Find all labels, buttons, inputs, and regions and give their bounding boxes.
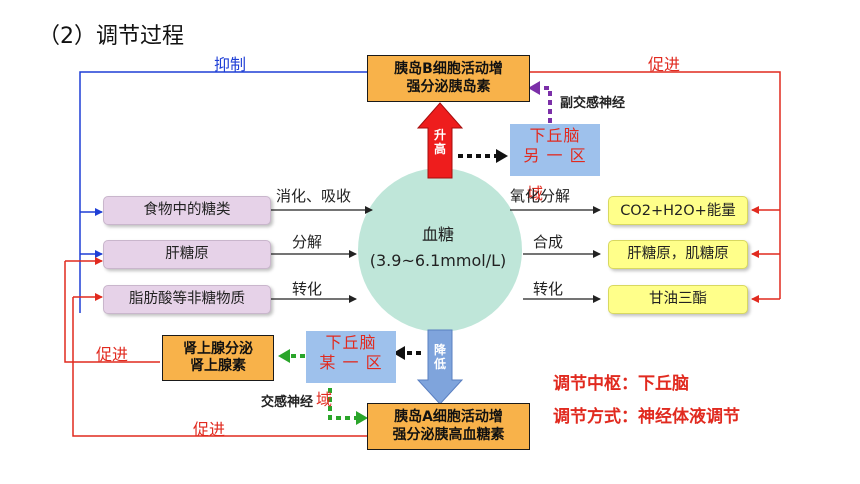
- fall-arrow: [416, 329, 464, 405]
- promote-left-line: [64, 261, 160, 363]
- hypo-some-line1: 下丘脑: [325, 333, 377, 352]
- label-synthesize: 合成: [533, 233, 564, 251]
- adrenal-box: 肾上腺分泌 肾上腺素: [162, 335, 274, 381]
- sink-glycogen: 肝糖原，肌糖原: [608, 240, 748, 269]
- parasympathetic-path: [538, 86, 552, 123]
- hypo-some-line3: 域: [316, 390, 333, 409]
- label-promote-bottom: 促进: [193, 420, 226, 439]
- label-oxidize: 氧化分解: [510, 187, 571, 205]
- sink-oxidation: CO2+H2O+能量: [608, 196, 748, 225]
- sympathetic-path: [328, 388, 356, 420]
- islet-a-cell-box: 胰岛A细胞活动增 强分泌胰高血糖素: [367, 403, 530, 450]
- hypo-other-line3: 域: [527, 184, 544, 203]
- hypothalamus-other-box: 下丘脑 另 一 区: [510, 124, 600, 176]
- label-convert-in: 转化: [292, 280, 323, 298]
- adrenal-line2: 肾上腺素: [190, 358, 246, 374]
- label-promote-top: 促进: [648, 55, 681, 74]
- islet-b-line2: 强分泌胰岛素: [406, 78, 491, 95]
- source-non-sugar: 脂肪酸等非糖物质: [103, 285, 271, 314]
- label-promote-left: 促进: [96, 345, 129, 364]
- inhibit-line: [79, 71, 367, 313]
- fall-char-1: 降: [433, 343, 446, 357]
- label-digest: 消化、吸收: [276, 187, 352, 205]
- source-liver-glycogen: 肝糖原: [103, 240, 271, 269]
- section-heading: （2）调节过程: [38, 24, 184, 49]
- hypo-other-line1: 下丘脑: [529, 126, 581, 145]
- source-food-carbs: 食物中的糖类: [103, 196, 271, 225]
- rise-char-2: 高: [433, 141, 446, 156]
- promote-top-line: [530, 71, 781, 299]
- rise-text: 升 高: [432, 128, 448, 157]
- label-parasympathetic: 副交感神经: [560, 96, 626, 111]
- hypothalamus-some-box: 下丘脑 某 一 区: [306, 331, 396, 383]
- sink-oxidation-text: CO2+H2O+能量: [620, 203, 736, 219]
- islet-a-line2: 强分泌胰高血糖素: [392, 426, 505, 443]
- blood-sugar-label: 血糖 (3.9~6.1mmol/L): [338, 222, 538, 273]
- blood-sugar-title: 血糖: [421, 225, 454, 244]
- blood-sugar-range: (3.9~6.1mmol/L): [369, 250, 507, 270]
- islet-a-line1: 胰岛A细胞活动增: [394, 409, 503, 425]
- label-sympathetic: 交感神经: [261, 395, 314, 410]
- islet-b-line1: 胰岛B细胞活动增: [394, 61, 503, 77]
- fall-char-2: 低: [433, 356, 446, 371]
- adrenal-line1: 肾上腺分泌: [183, 340, 253, 357]
- label-convert-out: 转化: [533, 280, 564, 298]
- blood-sugar-circle: [358, 168, 522, 332]
- summary-mode: 调节方式：神经体液调节: [553, 407, 740, 427]
- sink-triglyceride: 甘油三酯: [608, 285, 748, 314]
- summary-center: 调节中枢：下丘脑: [553, 374, 689, 394]
- rise-char-1: 升: [433, 128, 446, 142]
- label-decompose: 分解: [292, 233, 323, 251]
- promote-bottom-line: [72, 297, 367, 437]
- hypo-other-line2: 另 一 区: [523, 146, 587, 165]
- label-inhibit: 抑制: [214, 55, 247, 74]
- hypo-some-line2: 某 一 区: [319, 353, 383, 372]
- islet-b-cell-box: 胰岛B细胞活动增 强分泌胰岛素: [367, 55, 530, 102]
- rise-arrow: [416, 102, 464, 179]
- fall-text: 降 低: [432, 343, 448, 372]
